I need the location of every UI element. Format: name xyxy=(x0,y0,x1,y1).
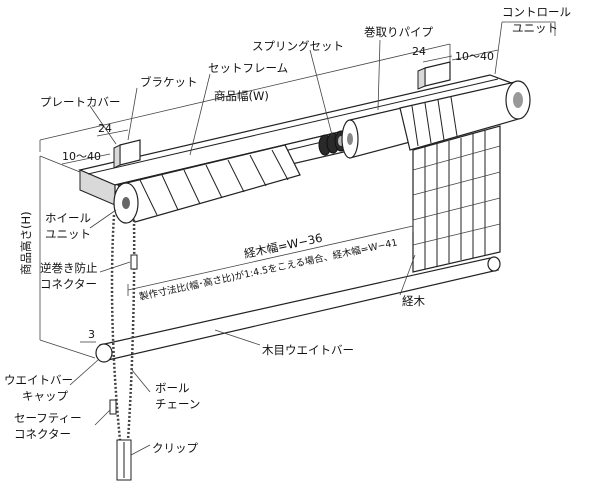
height-dimension xyxy=(39,155,96,359)
bracket-right xyxy=(417,61,451,90)
left-24-dim: 24 xyxy=(98,122,112,135)
slat-width-dimension xyxy=(127,220,414,296)
right-24-dim: 24 xyxy=(412,45,426,58)
left-10-40-dim: 10～40 xyxy=(62,150,101,163)
winding-pipe-label: 巻取りパイプ xyxy=(364,25,433,39)
control-unit xyxy=(505,80,531,120)
ball-chain-label-1: ボール xyxy=(155,381,190,395)
left-bracket-dimensions xyxy=(61,129,129,165)
slat-label: 経木 xyxy=(402,294,425,308)
safety-connector-label-2: コネクター xyxy=(14,427,71,441)
leader-lines xyxy=(69,21,556,456)
weight-cap-label-1: ウエイトバー xyxy=(4,373,73,387)
spring-set-label: スプリングセット xyxy=(252,39,344,53)
reverse-stop-label-1: 逆巻き防止 xyxy=(40,261,98,275)
safety-connector xyxy=(109,399,117,415)
product-height-label: 商品高さ(H) xyxy=(19,211,33,275)
set-frame-label: セットフレーム xyxy=(208,61,288,75)
product-width-label: 商品幅(W) xyxy=(214,89,269,103)
safety-connector-label-1: セーフティー xyxy=(14,411,82,425)
bracket-left xyxy=(113,139,141,169)
wheel-unit-label-2: ユニット xyxy=(45,227,91,241)
reverse-stop-label-2: コネクター xyxy=(40,277,97,291)
weight-bar xyxy=(95,256,501,363)
reverse-stop-connector xyxy=(130,254,138,270)
weight-bar-label: 木目ウエイトバー xyxy=(262,343,354,357)
slat-screen xyxy=(412,125,501,273)
control-unit-label-2: ユニット xyxy=(512,21,558,35)
winding-pipe xyxy=(341,105,411,159)
ball-chain xyxy=(109,214,138,481)
control-unit-label-1: コントロール xyxy=(502,5,571,19)
wheel-unit-label-1: ホイール xyxy=(45,211,91,225)
rolled-slat-left xyxy=(113,144,301,224)
ball-chain-label-2: チェーン xyxy=(155,397,200,411)
rolled-slat-right xyxy=(399,81,523,151)
bracket-label: ブラケット xyxy=(140,75,198,89)
plate-cover-label: プレートカバー xyxy=(40,95,121,109)
cap-3-dim: 3 xyxy=(88,328,95,341)
weight-cap-label-2: キャップ xyxy=(22,389,68,403)
right-bracket-dimensions xyxy=(422,49,499,63)
clip-label: クリップ xyxy=(152,441,198,455)
right-10-40-dim: 10～40 xyxy=(455,50,494,63)
width-dimension xyxy=(39,43,451,152)
